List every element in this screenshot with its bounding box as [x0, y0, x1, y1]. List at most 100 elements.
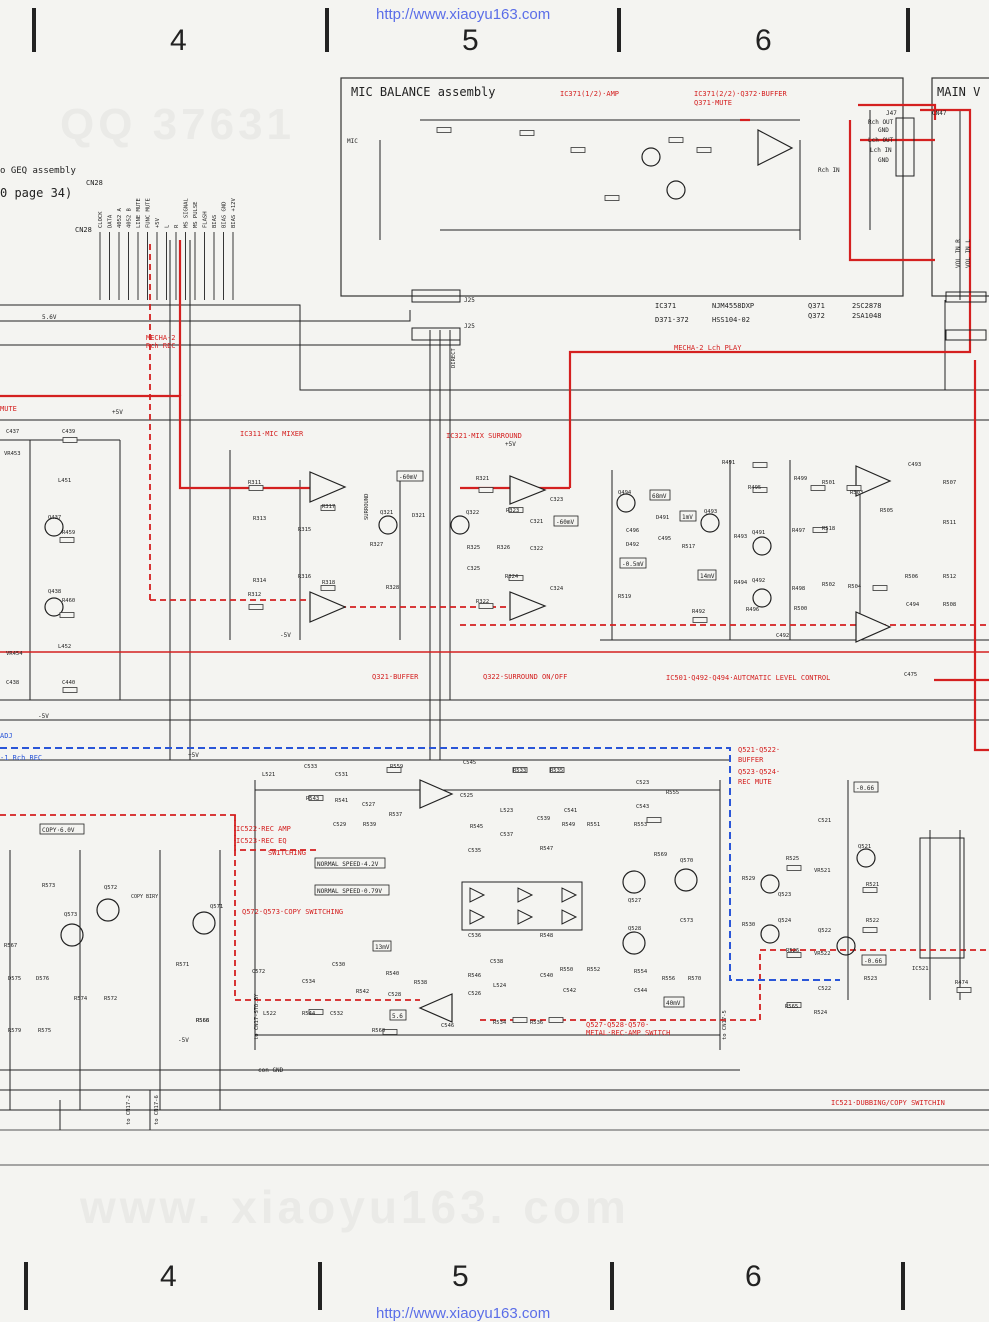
net-label: Rch OUT — [868, 119, 894, 126]
red-annotation: Rch REC — [146, 342, 176, 350]
cn28-pin-label: +5V — [155, 217, 161, 228]
component-label: L521 — [262, 772, 275, 778]
component-label: C528 — [388, 992, 401, 998]
component-label: C572 — [252, 969, 265, 975]
voltage-value: -60mV — [399, 474, 417, 481]
background-watermark-top: QQ 37631 — [60, 100, 296, 149]
voltage-box — [314, 857, 386, 869]
voltage-box — [39, 823, 85, 835]
red-annotation: IC501·Q492-Q494·AUTCMATIC LEVEL CONTROL — [666, 674, 830, 682]
component-label: R506 — [905, 574, 918, 580]
cn47-connector-top — [945, 291, 987, 303]
net-label: SURROUND — [364, 494, 370, 521]
component-label: C536 — [468, 933, 481, 939]
component-label: R501 — [822, 480, 835, 486]
component-label: R546 — [468, 973, 481, 979]
component-label: R459 — [62, 530, 75, 536]
net-label: J47 — [886, 110, 897, 117]
component-label: C321 — [530, 519, 543, 525]
voltage-box — [679, 510, 697, 522]
opamp-ic311-1 — [309, 471, 347, 503]
part-number: 2SA1048 — [852, 312, 882, 320]
component-label: R556 — [662, 976, 675, 982]
net-label: +5V — [188, 752, 199, 759]
component-label: R505 — [880, 508, 893, 514]
url-watermark-top[interactable]: http://www.xiaoyu163.com — [376, 6, 551, 23]
red-annotation: METAL·REC·AMP SWITCH — [586, 1029, 670, 1037]
red-annotation: IC371(1/2)·AMP — [560, 90, 619, 98]
component-label: C539 — [537, 816, 550, 822]
component-label: R315 — [298, 527, 311, 533]
url-watermark-bottom[interactable]: http://www.xiaoyu163.com — [376, 1305, 551, 1322]
component-label: R322 — [476, 599, 489, 605]
part-number: HSS104-02 — [712, 316, 750, 324]
component-label: R316 — [298, 574, 311, 580]
component-label: Q492 — [752, 578, 765, 584]
cn28-connector — [99, 232, 234, 300]
cn28-pin-label: FLASH — [203, 211, 209, 228]
voltage-value: 1mV — [682, 514, 693, 521]
component-label: R499 — [794, 476, 807, 482]
component-label: R535 — [550, 768, 563, 774]
red-annotation: IC321·MIX SURROUND — [446, 432, 522, 440]
ic521-chip — [919, 837, 965, 959]
red-annotation: IC522·REC AMP — [236, 825, 291, 833]
net-label: VOL IN L — [965, 239, 972, 268]
component-label: R518 — [822, 526, 835, 532]
component-label: R569 — [654, 852, 667, 858]
component-label: R549 — [562, 822, 575, 828]
opamp-ic501-1 — [855, 465, 892, 497]
voltage-box — [314, 884, 390, 896]
net-label: J25 — [464, 323, 475, 330]
component-label: R504 — [848, 584, 862, 590]
cn28-pin-label: BIAS GND — [222, 202, 228, 229]
component-label: L523 — [500, 808, 513, 814]
component-label: R495 — [748, 485, 761, 491]
component-label: R537 — [389, 812, 402, 818]
cn28-pin-label: L — [165, 224, 171, 228]
voltage-value: 68mV — [652, 493, 667, 500]
opamp-ic321-1 — [509, 475, 547, 505]
component-label: C324 — [550, 586, 564, 592]
component-label: C527 — [362, 802, 375, 808]
component-label: C521 — [818, 818, 831, 824]
component-label: R574 — [74, 996, 88, 1002]
signal-paths-red-dashed — [0, 240, 989, 1021]
component-label: C325 — [467, 566, 480, 572]
cn47-connector-bottom — [945, 329, 987, 341]
voltage-value: -0.66 — [856, 785, 874, 792]
voltage-box — [861, 954, 887, 966]
cn28-pin-label: BIAS +12V — [231, 198, 237, 228]
geq-assembly-label: o GEQ assembly — [0, 166, 76, 176]
component-label: C322 — [530, 546, 543, 552]
red-annotation: SWITCHING — [268, 849, 306, 857]
net-label: GND — [878, 127, 889, 134]
component-label: R573 — [42, 883, 55, 889]
voltage-box — [853, 781, 879, 793]
component-label: L452 — [58, 644, 71, 650]
component-label: D576 — [36, 976, 49, 982]
voltage-value: -0.66 — [864, 958, 882, 965]
component-label: R314 — [253, 578, 267, 584]
opamp-ic522-1 — [419, 779, 454, 809]
component-label: R524 — [814, 1010, 828, 1016]
component-label: Q528 — [628, 926, 641, 932]
component-label: R312 — [248, 592, 261, 598]
cn28-pin-label: FUNC MUTE — [146, 198, 152, 228]
part-number: 2SC2878 — [852, 302, 882, 310]
component-label: R311 — [248, 480, 261, 486]
component-label: C529 — [333, 822, 346, 828]
connector-reference: COPY BIRY — [131, 894, 158, 900]
component-label: R323 — [506, 508, 519, 514]
opamp-ic371 — [757, 129, 794, 166]
component-label: C492 — [776, 633, 789, 639]
component-label: R321 — [476, 476, 489, 482]
voltage-value: NORMAL SPEED·4.2V — [317, 861, 379, 868]
component-label: R559 — [390, 764, 403, 770]
component-label: R318 — [322, 580, 335, 586]
cn28-pin-label: CN28 — [75, 226, 92, 234]
component-label: R508 — [943, 602, 956, 608]
